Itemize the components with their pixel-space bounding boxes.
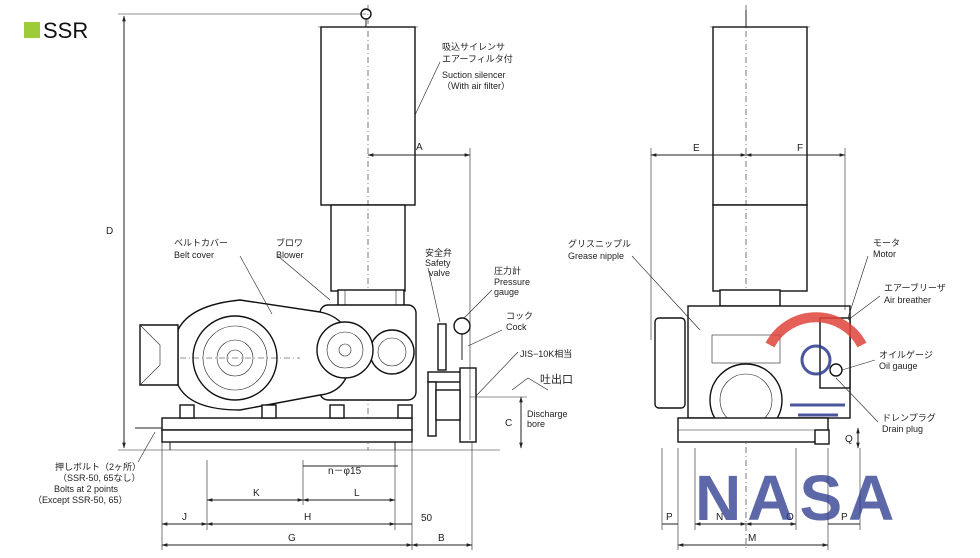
label-beltcover-en: Belt cover	[174, 250, 214, 260]
belt-cover-front	[654, 317, 686, 409]
dim-J: J	[182, 512, 187, 523]
label-silencer-en: Suction silencer	[442, 70, 506, 80]
dim-P-right: P	[841, 512, 848, 523]
label-safety-jp: 安全弁	[425, 247, 452, 258]
front-view: E F Q P N O P M グリスニップル Grease nipple モー…	[568, 5, 946, 550]
label-discharge-jp: 吐出口	[540, 372, 573, 386]
label-discharge-en2: bore	[527, 419, 545, 429]
label-silencer-jp2: エアーフィルタ付	[442, 54, 513, 64]
watermark-text: NASA	[695, 462, 900, 534]
label-cock-jp: コック	[506, 311, 533, 321]
pressure-gauge-icon	[453, 317, 471, 335]
dim-K: K	[253, 488, 260, 499]
silencer-front	[712, 26, 808, 206]
label-cock-en: Cock	[506, 322, 527, 332]
dim-C: C	[505, 418, 512, 429]
dim-P-left: P	[666, 512, 673, 523]
label-blower-jp: ブロワ	[276, 237, 303, 248]
dim-H: H	[304, 512, 311, 523]
dim-F: F	[797, 143, 803, 154]
motor-fan-cover	[139, 324, 179, 386]
dim-N: N	[716, 512, 723, 523]
label-blower-en: Blower	[276, 250, 304, 260]
label-jis: JIS−10K相当	[520, 348, 572, 359]
label-motor-jp: モータ	[873, 238, 900, 248]
label-safety-en2: valve	[429, 268, 450, 278]
label-pressure-jp: 圧力計	[494, 265, 521, 276]
page-title: SSR	[43, 18, 88, 43]
dim-50: 50	[421, 513, 433, 524]
blower-pulley	[316, 321, 374, 379]
label-silencer-en2: （With air filter）	[442, 81, 510, 91]
label-drain-jp: ドレンプラグ	[882, 412, 936, 423]
label-bolt-en2: （Except SSR-50, 65）	[33, 495, 128, 505]
dim-A: A	[416, 142, 423, 153]
title-badge	[24, 22, 40, 38]
dim-Q: Q	[845, 434, 853, 445]
label-breather-en: Air breather	[884, 295, 931, 305]
dim-L: L	[354, 488, 360, 499]
label-pressure-en2: gauge	[494, 287, 519, 297]
dim-holes: n－φ15	[328, 466, 362, 477]
label-bolt-en1: Bolts at 2 points	[54, 484, 119, 494]
dim-O: O	[786, 512, 794, 523]
label-silencer-jp: 吸込サイレンサ	[442, 42, 505, 52]
watermark-logo: NASA	[695, 312, 900, 534]
dim-G: G	[288, 533, 296, 544]
base-frame	[161, 429, 413, 443]
label-discharge-en1: Discharge	[527, 409, 568, 419]
dim-D: D	[106, 226, 113, 237]
label-bolt-jp2: （SSR-50, 65なし）	[58, 473, 141, 483]
label-grease-en: Grease nipple	[568, 251, 624, 261]
label-pressure-en1: Pressure	[494, 277, 530, 287]
label-bolt-jp1: 押しボルト（2ヶ所）	[55, 461, 141, 472]
dim-B: B	[438, 533, 445, 544]
label-oilgauge-jp: オイルゲージ	[879, 349, 933, 360]
label-breather-jp: エアーブリーザ	[884, 282, 946, 293]
oil-gauge-icon	[829, 363, 843, 377]
gear-arc-icon	[765, 312, 867, 348]
label-oilgauge-en: Oil gauge	[879, 361, 918, 371]
side-view: D A C K L n－φ15 J H 50 G B	[33, 5, 573, 550]
label-motor-en: Motor	[873, 249, 896, 259]
label-grease-jp: グリスニップル	[568, 238, 631, 249]
label-safety-en1: Safety	[425, 258, 451, 268]
dim-M: M	[748, 533, 756, 544]
label-beltcover-jp: ベルトカバー	[174, 238, 228, 248]
label-drain-en: Drain plug	[882, 424, 923, 434]
dim-E: E	[693, 143, 700, 154]
